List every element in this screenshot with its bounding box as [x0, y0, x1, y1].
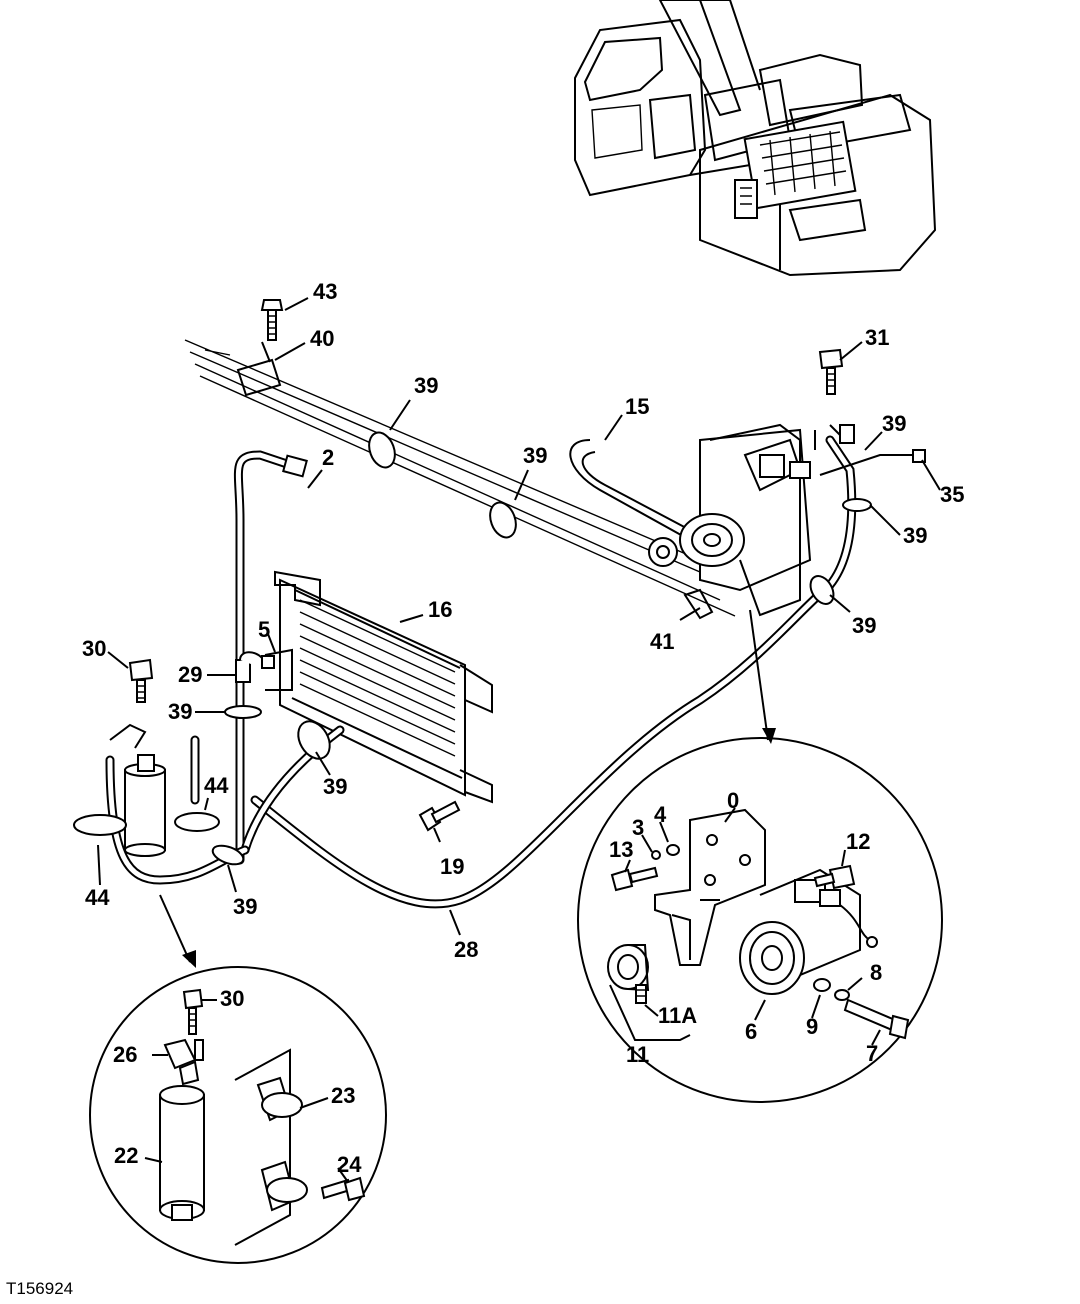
leader-arrow-receiver	[182, 950, 196, 968]
callout-39-right: 39	[882, 411, 906, 436]
callout-39-upper: 39	[414, 373, 438, 398]
callout-26: 26	[113, 1042, 137, 1067]
callout-11A: 11A	[658, 1003, 697, 1028]
callout-22: 22	[114, 1143, 138, 1168]
callout-35: 35	[940, 482, 964, 507]
callout-leaders	[97, 297, 941, 1183]
callout-30-upper: 30	[82, 636, 106, 661]
callout-39-bottom: 39	[233, 894, 257, 919]
receiver-detail-view	[89, 966, 387, 1264]
callout-31: 31	[865, 325, 889, 350]
callout-24: 24	[337, 1152, 362, 1177]
excavator-overview-illustration	[574, 0, 937, 277]
callout-5: 5	[258, 617, 270, 642]
callout-12: 12	[846, 829, 870, 854]
callout-39-center: 39	[323, 774, 347, 799]
condenser-icon	[264, 570, 493, 804]
callout-39-left: 39	[168, 699, 192, 724]
callout-44-lower: 44	[85, 885, 110, 910]
callout-44-upper: 44	[204, 773, 229, 798]
bolt-19-icon	[418, 800, 461, 832]
callout-8: 8	[870, 960, 882, 985]
callout-labels: 43 40 39 2 39 15 31 39 35 39 16 5 29 39 …	[82, 279, 964, 1177]
callout-0: 0	[727, 788, 739, 813]
compressor-upper-icon	[569, 423, 926, 617]
callout-41: 41	[650, 629, 674, 654]
callout-15: 15	[625, 394, 649, 419]
frame-tubes	[184, 339, 736, 620]
callout-6: 6	[745, 1019, 757, 1044]
callout-30-lower: 30	[220, 986, 244, 1011]
receiver-drier-icon	[73, 723, 220, 857]
callout-7: 7	[866, 1041, 878, 1066]
callout-11: 11	[626, 1042, 649, 1067]
figure-code: T156924	[6, 1279, 73, 1298]
refrigerant-hoses	[105, 435, 857, 909]
callout-23: 23	[331, 1083, 355, 1108]
callout-4: 4	[654, 802, 667, 827]
callout-39-far-right: 39	[852, 613, 876, 638]
leader-compressor-detail	[749, 609, 769, 741]
callout-39-mid: 39	[523, 443, 547, 468]
callout-43: 43	[313, 279, 337, 304]
clamp-39-rings	[211, 498, 872, 866]
callout-39-right-lower: 39	[903, 523, 927, 548]
leader-arrow-compressor	[762, 728, 776, 744]
callout-2: 2	[322, 445, 334, 470]
bolt-43-icon	[260, 299, 284, 341]
compressor-detail-view	[577, 737, 943, 1103]
callout-13: 13	[609, 837, 633, 862]
callout-3: 3	[632, 815, 644, 840]
callout-19: 19	[440, 854, 464, 879]
callout-40: 40	[310, 326, 334, 351]
bolt-30-icon	[128, 658, 154, 703]
callout-9: 9	[806, 1014, 818, 1039]
callout-16: 16	[428, 597, 452, 622]
bolt-31-icon	[818, 348, 844, 395]
leader-receiver-detail	[159, 894, 191, 963]
callout-28: 28	[454, 937, 478, 962]
callout-29: 29	[178, 662, 202, 687]
